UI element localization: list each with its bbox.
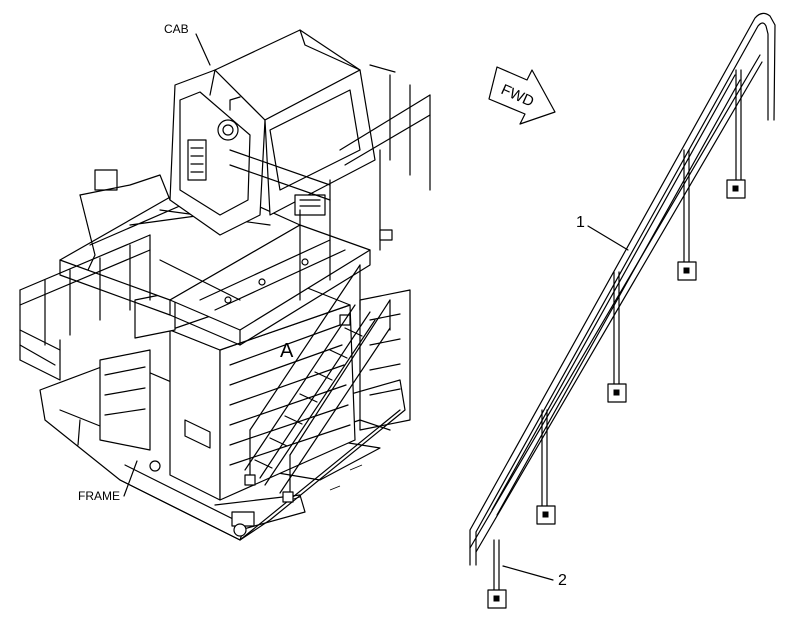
cab-leader-line xyxy=(195,33,211,66)
frame-label: FRAME xyxy=(78,489,120,503)
callout-1-leader xyxy=(587,225,629,251)
cab-label: CAB xyxy=(164,22,189,36)
machine-cab xyxy=(79,29,376,271)
frame-leader-line xyxy=(123,460,138,497)
callout-1-label: 1 xyxy=(576,214,585,231)
handrail-part: 1 2 xyxy=(469,12,776,609)
callout-2-label: 2 xyxy=(558,572,567,589)
machine-labels: CAB A FRAME xyxy=(78,22,294,503)
forward-direction-arrow: FWD xyxy=(488,66,556,125)
handrail-posts xyxy=(487,69,746,609)
machine-assembly xyxy=(19,29,431,541)
callout-2-leader xyxy=(502,565,554,581)
view-a-label: A xyxy=(280,340,294,362)
access-stairway xyxy=(244,264,391,503)
